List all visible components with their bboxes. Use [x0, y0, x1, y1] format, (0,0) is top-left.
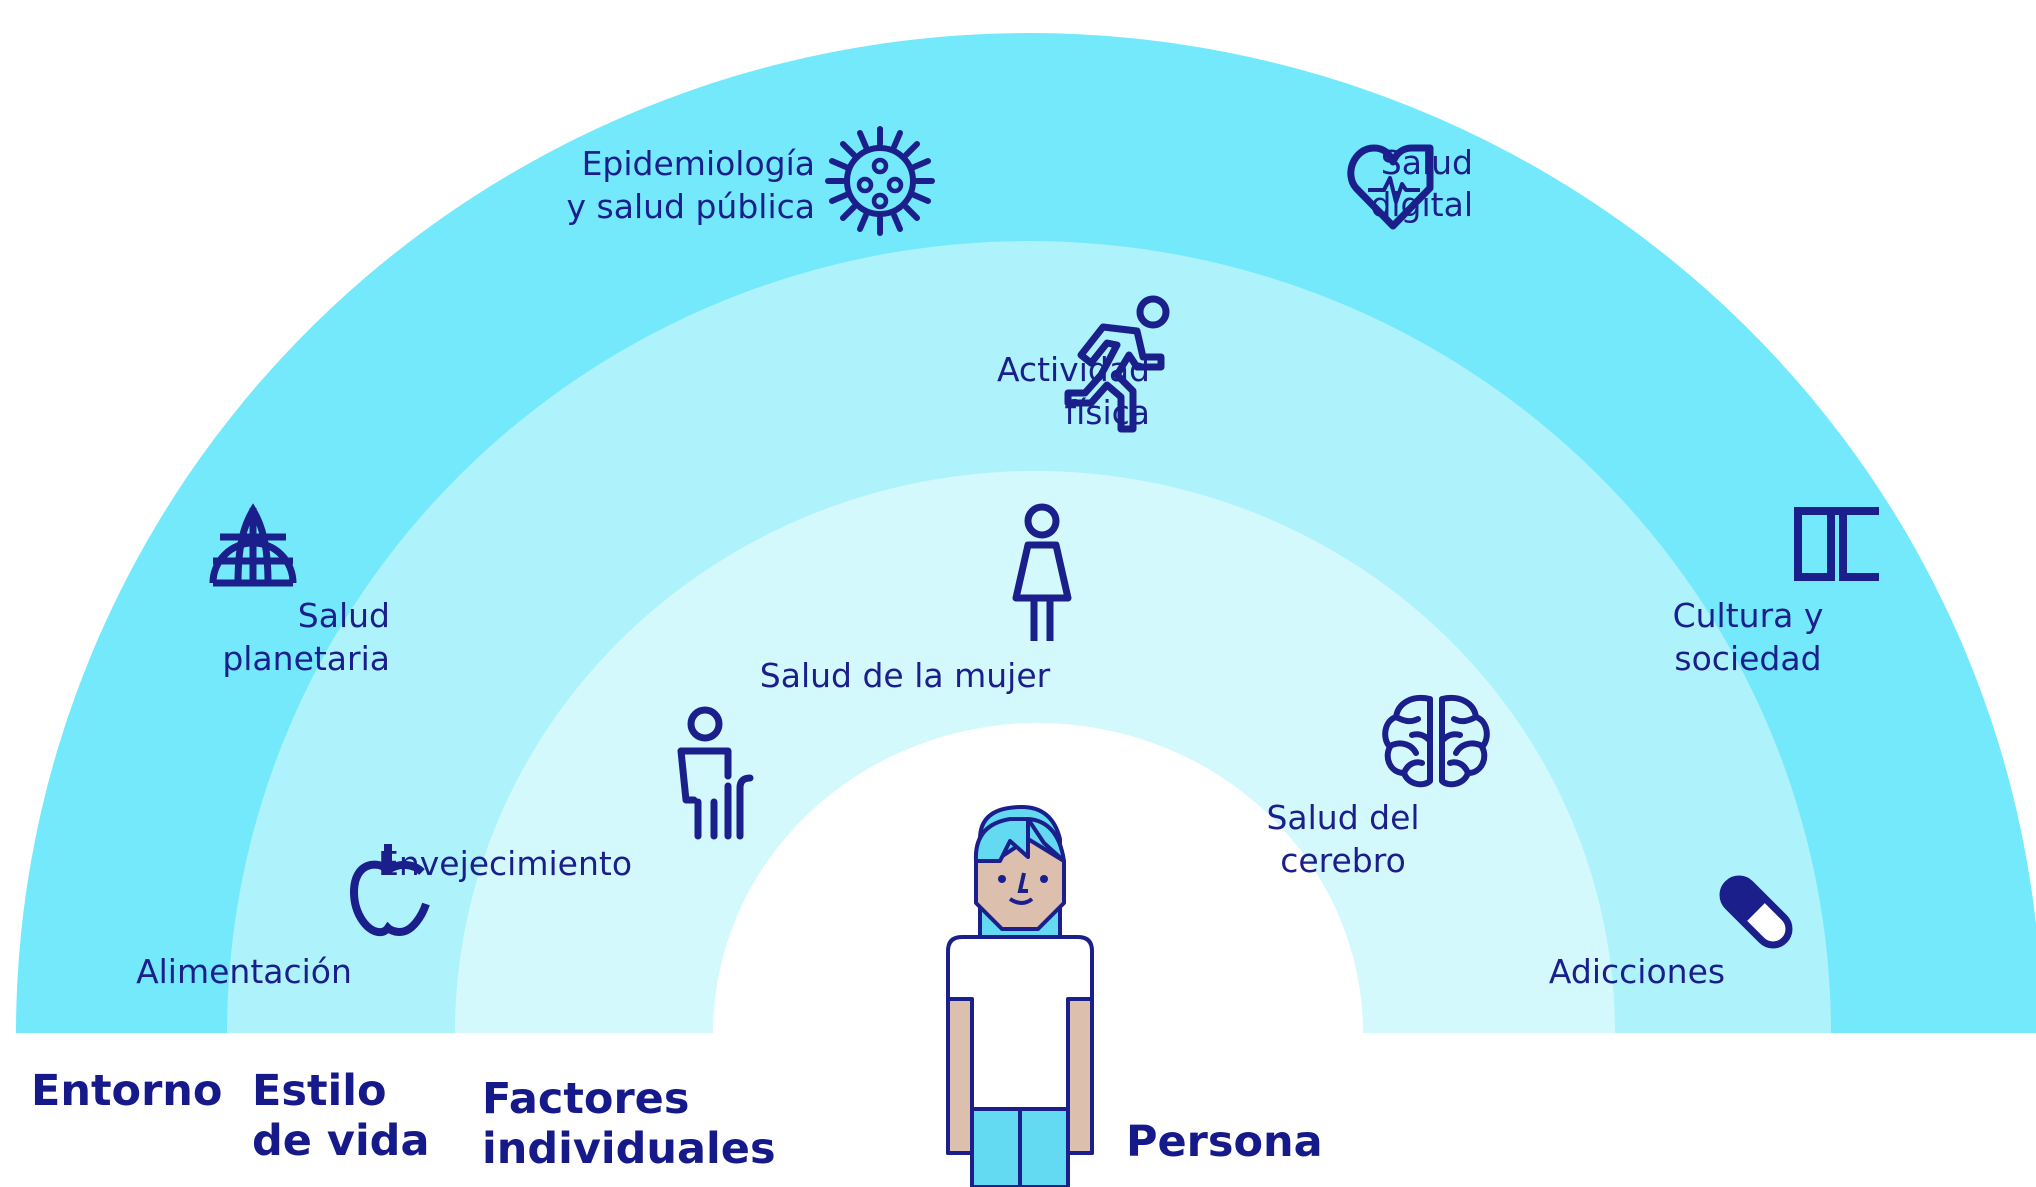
pill-icon — [1719, 875, 1793, 949]
ring-label-estilo-de-vida: Estilo de vida — [252, 1066, 429, 1166]
ring-label-persona: Persona — [1126, 1117, 1323, 1167]
label-line: Estilo — [252, 1066, 387, 1116]
heart-pulse-icon — [1347, 144, 1434, 230]
elderly-person-icon — [677, 706, 754, 840]
ring-label-entorno: Entorno — [31, 1066, 223, 1116]
label-epidemiologia: Epidemiología y salud pública — [567, 142, 815, 228]
brain-icon — [1382, 695, 1490, 788]
person-illustration — [946, 805, 1094, 1187]
label-line: de vida — [252, 1116, 430, 1166]
label-line: Factores — [482, 1074, 690, 1124]
label-line: cerebro — [1280, 841, 1406, 880]
label-line: individuales — [482, 1124, 776, 1174]
label-cultura-y-sociedad: Cultura y sociedad — [1673, 594, 1824, 680]
running-person-icon — [1064, 295, 1170, 433]
globe-icon — [209, 503, 297, 587]
label-line: Salud — [297, 596, 390, 635]
woman-icon — [1012, 503, 1072, 641]
label-line: y salud pública — [566, 187, 815, 226]
label-line: planetaria — [222, 639, 390, 678]
label-envejecimiento: Envejecimiento — [377, 844, 633, 883]
label-line: Salud del — [1266, 798, 1420, 837]
label-alimentacion: Alimentación — [136, 952, 352, 991]
label-line: Epidemiología — [581, 144, 815, 183]
label-salud-de-la-mujer: Salud de la mujer — [759, 656, 1051, 695]
label-line: Cultura y — [1672, 596, 1824, 635]
virus-icon — [825, 126, 935, 236]
label-line: sociedad — [1674, 639, 1822, 678]
label-salud-planetaria: Salud planetaria — [222, 594, 390, 680]
apple-icon — [349, 844, 430, 937]
label-salud-del-cerebro: Salud del cerebro — [1266, 796, 1419, 882]
book-icon — [1794, 507, 1879, 581]
label-adicciones: Adicciones — [1548, 952, 1726, 991]
